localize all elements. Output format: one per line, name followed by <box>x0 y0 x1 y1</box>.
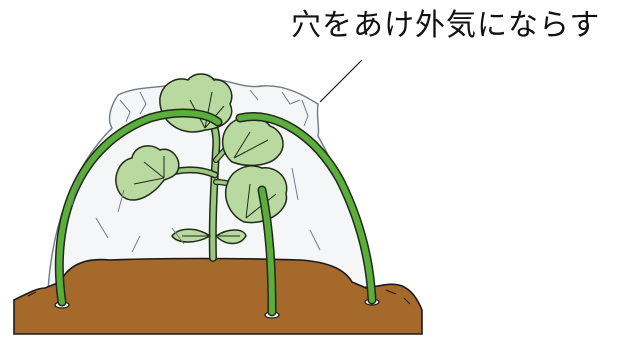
leaf-right-lower <box>224 165 288 224</box>
hoops-front <box>54 108 377 317</box>
film-sheen <box>71 167 321 253</box>
leaf-right-upper <box>222 115 284 167</box>
soil-texture <box>27 289 411 305</box>
cotyledon-right <box>215 229 247 245</box>
annotation-vent-holes: 穴をあけ外気にならす <box>291 8 601 43</box>
annotation-leader-line <box>319 59 363 103</box>
leaf-left <box>115 145 180 201</box>
